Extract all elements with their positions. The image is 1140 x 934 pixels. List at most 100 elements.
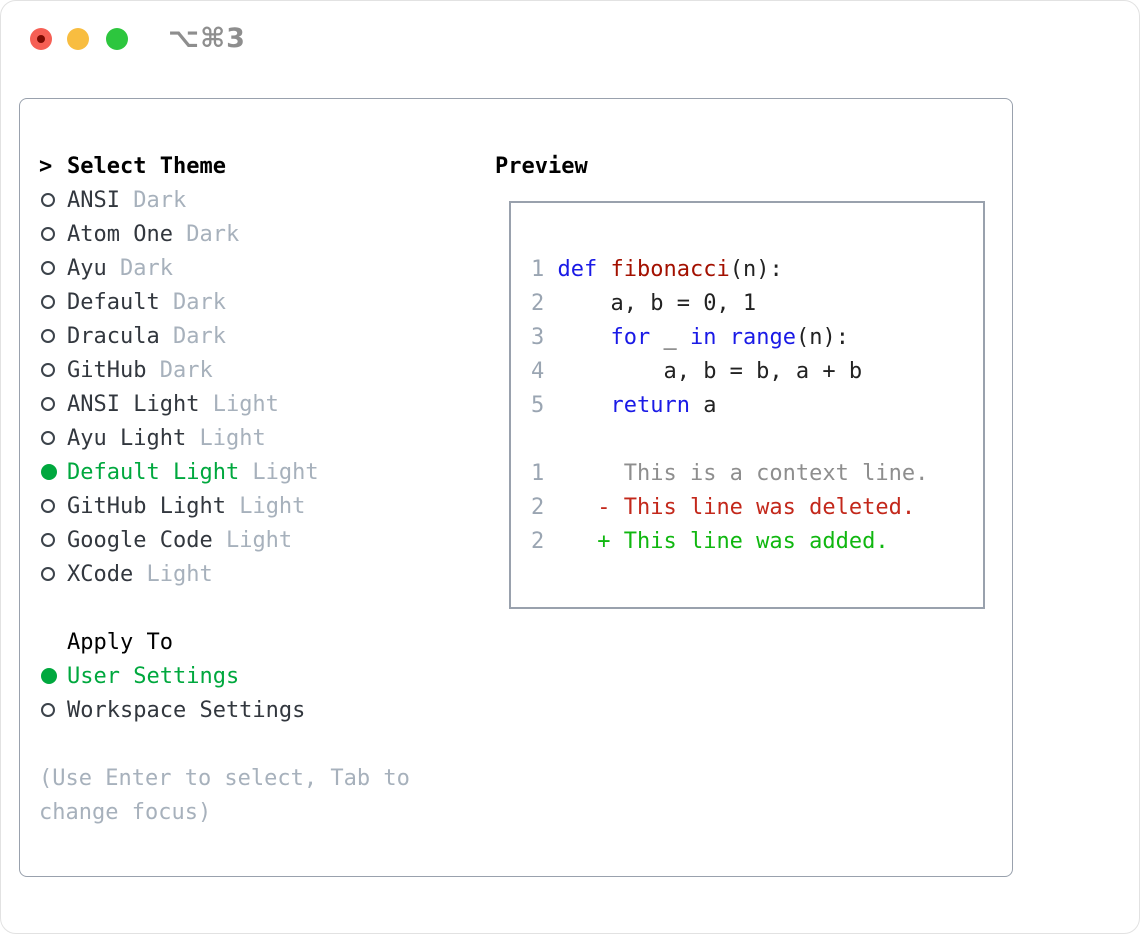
- theme-option-default[interactable]: Default Dark: [39, 285, 479, 319]
- theme-name: Ayu Light: [67, 425, 187, 451]
- window-shortcut-label: ⌥⌘3: [168, 23, 246, 54]
- code-token: [544, 393, 610, 418]
- radio-cell: [39, 455, 67, 489]
- theme-variant-tag: Light: [225, 493, 306, 519]
- radio-icon: [41, 261, 55, 275]
- preview-title: Preview: [495, 153, 588, 179]
- theme-name: Dracula: [67, 323, 160, 349]
- line-number: 5: [531, 392, 545, 418]
- preview-code-box: 1 def fibonacci(n): 2 a, b = 0, 1 3 for _ …: [509, 201, 985, 609]
- code-token: for: [610, 324, 651, 350]
- radio-icon: [41, 193, 55, 207]
- theme-option-ayu[interactable]: Ayu Dark: [39, 251, 479, 285]
- hint-text-line-1: (Use Enter to select, Tab to: [39, 765, 410, 791]
- theme-name: GitHub Light: [67, 493, 226, 519]
- radio-icon: [41, 499, 55, 513]
- theme-option-ansi[interactable]: ANSI Dark: [39, 183, 479, 217]
- radio-cell: [39, 557, 67, 591]
- theme-name: GitHub: [67, 357, 147, 383]
- radio-cell: [39, 217, 67, 251]
- spacer-line: [39, 591, 479, 625]
- theme-name: ANSI: [67, 187, 120, 213]
- selection-caret-icon: >: [39, 153, 53, 179]
- theme-variant-tag: Dark: [146, 357, 213, 383]
- code-token: a, b = b, a + b: [544, 358, 863, 384]
- radio-cell: [39, 421, 67, 455]
- radio-selected-icon: [41, 668, 57, 684]
- radio-selected-icon: [41, 464, 57, 480]
- code-token: fibonacci: [610, 256, 730, 282]
- radio-cell: [39, 319, 67, 353]
- theme-option-default-light[interactable]: Default Light Light: [39, 455, 479, 489]
- code-token: - This line was deleted.: [597, 494, 916, 520]
- code-line-1: 1 def fibonacci(n):: [531, 252, 983, 286]
- apply-option-name: Workspace Settings: [67, 697, 306, 723]
- radio-cell: [39, 251, 67, 285]
- radio-icon: [41, 363, 55, 377]
- line-number: 2: [531, 290, 545, 316]
- code-token: return: [610, 392, 690, 418]
- radio-icon: [41, 227, 55, 241]
- code-token: a, b = 0, 1: [544, 290, 757, 316]
- radio-cell: [39, 387, 67, 421]
- line-number: 4: [531, 358, 545, 384]
- theme-option-google-code[interactable]: Google Code Light: [39, 523, 479, 557]
- theme-option-xcode[interactable]: XCode Light: [39, 557, 479, 591]
- theme-variant-tag: Light: [186, 425, 266, 451]
- spacer-line: [39, 727, 479, 761]
- radio-icon: [41, 329, 55, 343]
- radio-cell: [39, 523, 67, 557]
- apply-option-workspace-settings[interactable]: Workspace Settings: [39, 693, 479, 727]
- radio-icon: [41, 431, 55, 445]
- theme-option-atom-one[interactable]: Atom One Dark: [39, 217, 479, 251]
- theme-variant-tag: Light: [212, 527, 293, 553]
- theme-name: Ayu: [67, 255, 107, 281]
- theme-option-dracula[interactable]: Dracula Dark: [39, 319, 479, 353]
- code-token: in: [689, 324, 717, 350]
- theme-option-ayu-light[interactable]: Ayu Light Light: [39, 421, 479, 455]
- close-button[interactable]: [30, 28, 52, 50]
- theme-variant-tag: Dark: [159, 289, 226, 315]
- theme-option-github-light[interactable]: GitHub Light Light: [39, 489, 479, 523]
- radio-icon: [41, 567, 55, 581]
- theme-option-github[interactable]: GitHub Dark: [39, 353, 479, 387]
- apply-to-title: Apply To: [67, 629, 173, 655]
- theme-option-ansi-light[interactable]: ANSI Light Light: [39, 387, 479, 421]
- theme-variant-tag: Dark: [172, 221, 240, 247]
- theme-variant-tag: Light: [199, 391, 279, 417]
- radio-icon: [41, 533, 55, 547]
- theme-variant-tag: Light: [133, 561, 213, 587]
- fullscreen-button[interactable]: [106, 28, 128, 50]
- code-token: (n):: [795, 324, 849, 350]
- radio-cell: [39, 693, 67, 727]
- line-number: 3: [531, 324, 545, 350]
- code-line-3: 3 for _ in range(n):: [531, 320, 983, 354]
- code-token: _: [650, 324, 690, 350]
- line-number: 2: [531, 528, 545, 554]
- apply-to-indent: [39, 625, 67, 659]
- theme-variant-tag: Light: [239, 459, 319, 485]
- radio-icon: [41, 397, 55, 411]
- record-dot-icon: [37, 35, 45, 43]
- theme-name: Google Code: [67, 527, 213, 553]
- line-number: 1: [531, 256, 545, 282]
- theme-name: XCode: [67, 561, 134, 587]
- apply-option-user-settings[interactable]: User Settings: [39, 659, 479, 693]
- code-line-8: 2 - This line was deleted.: [531, 490, 983, 524]
- radio-cell: [39, 489, 67, 523]
- code-line-5: 5 return a: [531, 388, 983, 422]
- theme-variant-tag: Dark: [106, 255, 173, 281]
- line-number: [531, 427, 544, 452]
- line-number: 1: [531, 460, 545, 486]
- code-token: This is a context line.: [544, 460, 929, 486]
- theme-name: Atom One: [67, 221, 173, 247]
- theme-name: Default: [67, 289, 160, 315]
- radio-icon: [41, 295, 55, 309]
- radio-icon: [41, 703, 55, 717]
- radio-cell: [39, 183, 67, 217]
- code-token: (n):: [729, 256, 783, 282]
- code-token: + This line was added.: [597, 528, 889, 554]
- minimize-button[interactable]: [67, 28, 89, 50]
- select-theme-title: Select Theme: [67, 153, 226, 179]
